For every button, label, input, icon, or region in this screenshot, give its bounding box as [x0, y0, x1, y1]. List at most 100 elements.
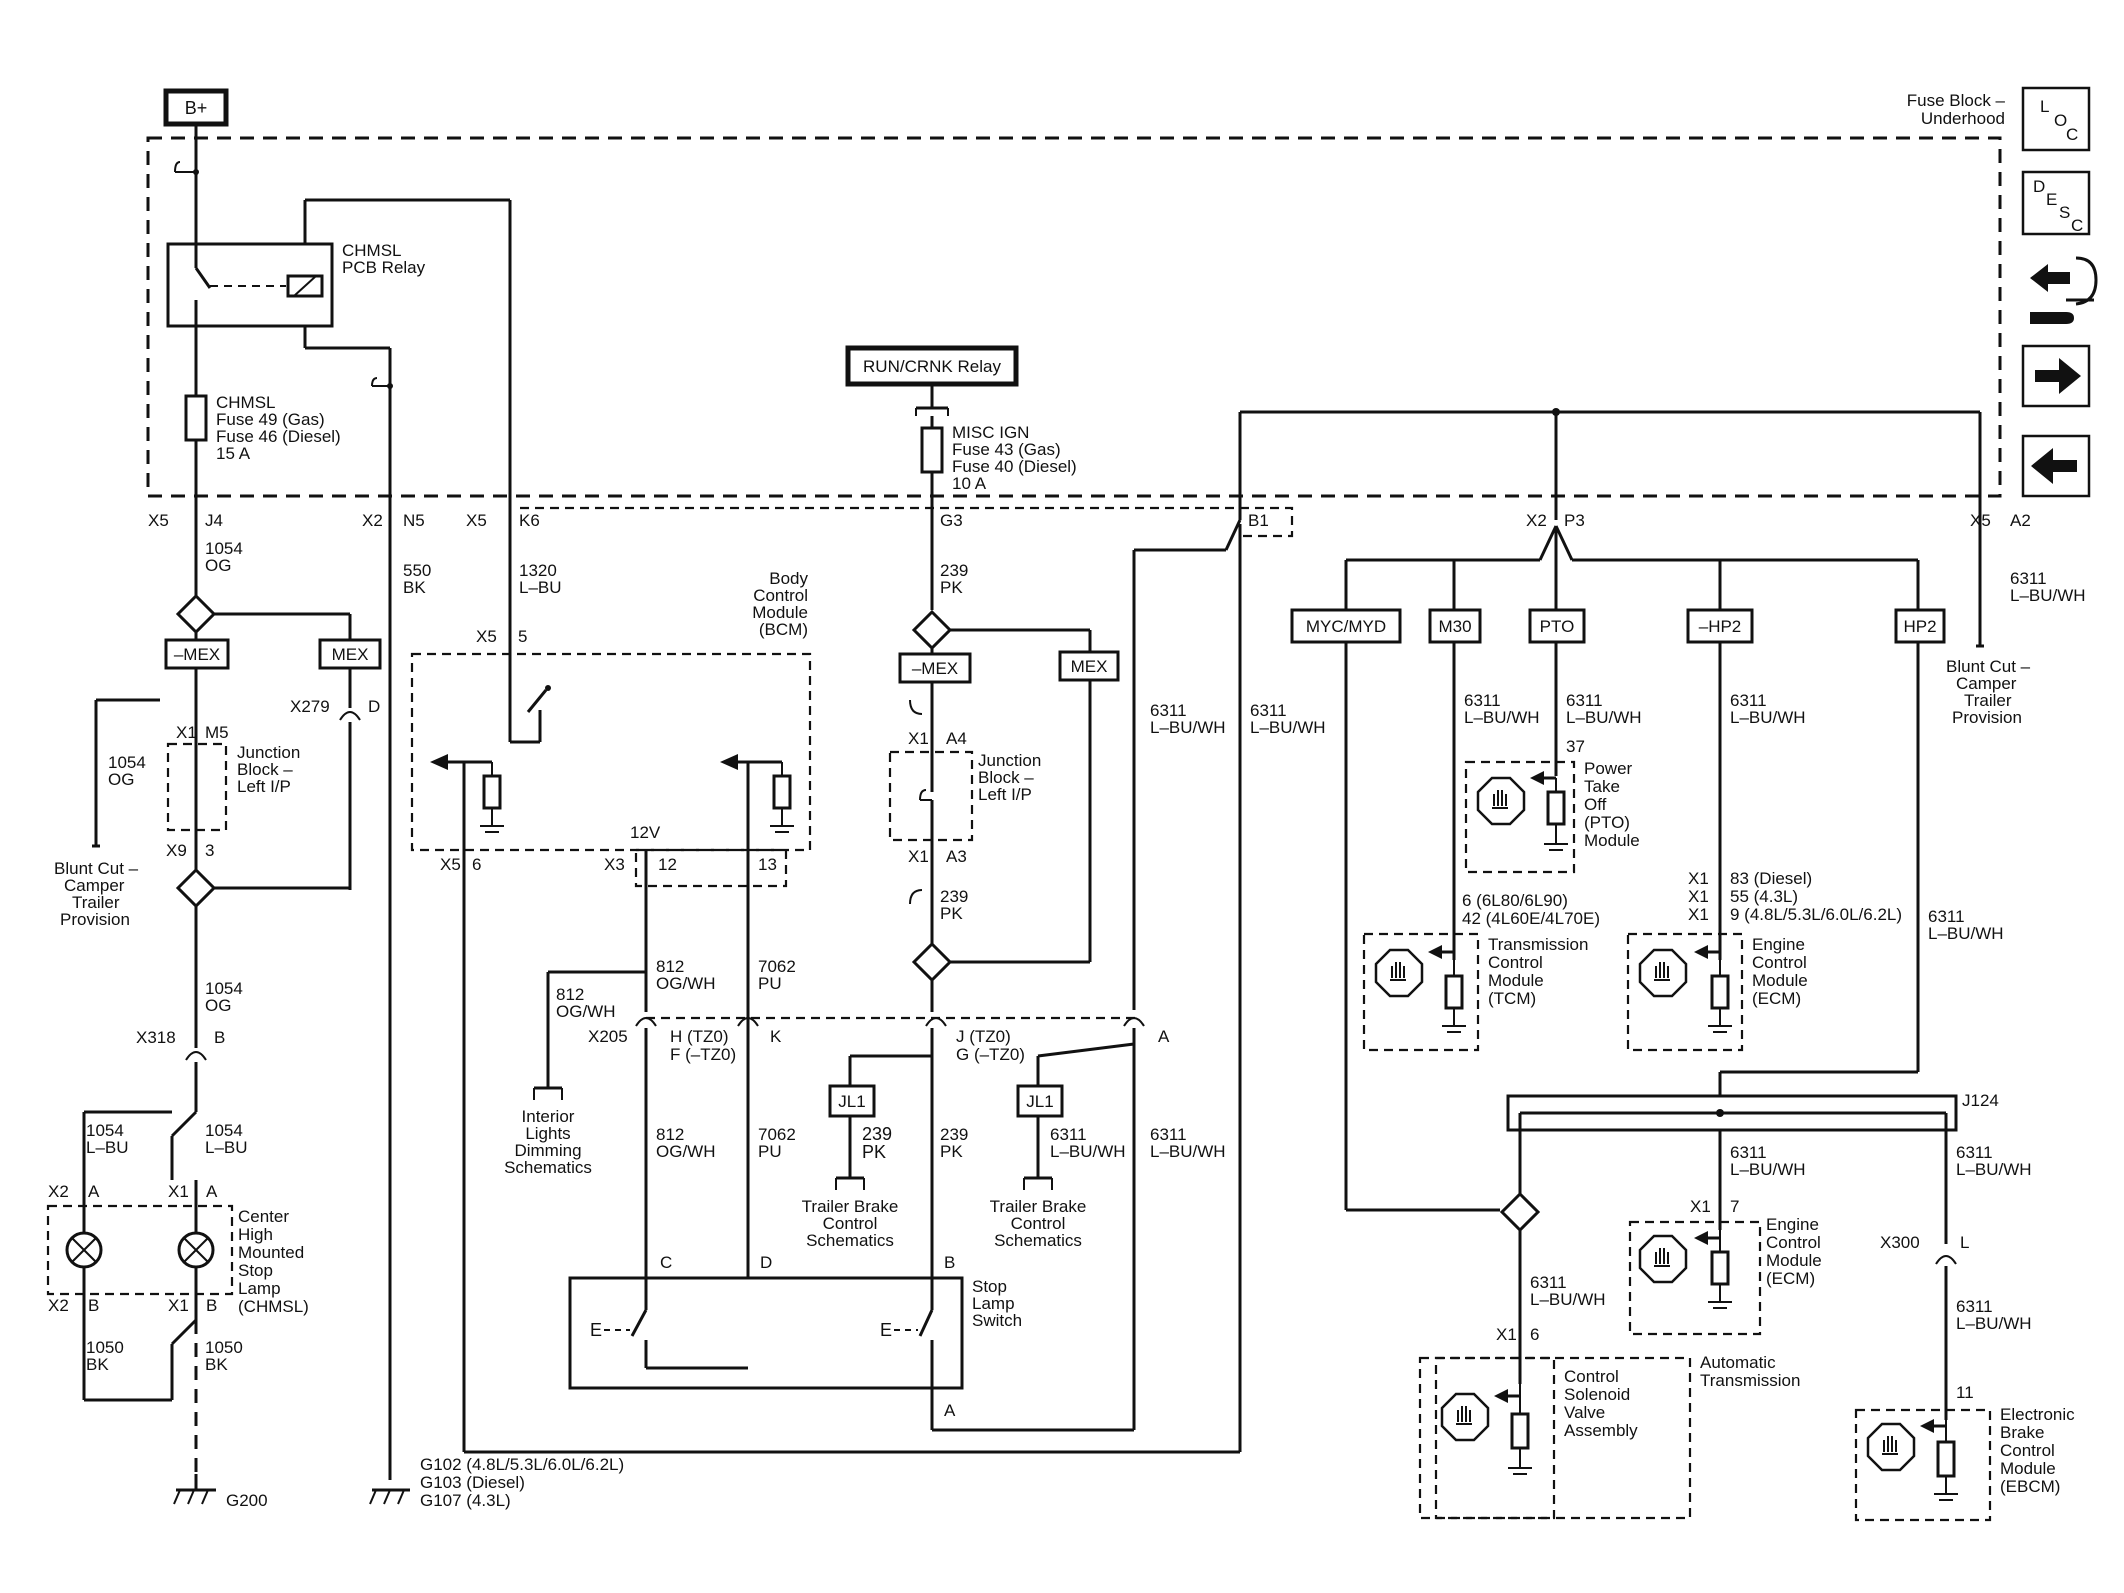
chmsl-fuse-label-4: 15 A — [216, 444, 251, 463]
svg-text:MYC/MYD: MYC/MYD — [1306, 617, 1386, 636]
solenoid-ecu-icon — [1440, 1392, 1490, 1442]
svg-text:6311: 6311 — [1730, 1143, 1767, 1162]
svg-text:A: A — [88, 1182, 100, 1201]
svg-text:Junction: Junction — [237, 743, 300, 762]
svg-text:L–BU/WH: L–BU/WH — [1566, 708, 1642, 727]
svg-text:Electronic: Electronic — [2000, 1405, 2075, 1424]
svg-text:Power: Power — [1584, 759, 1633, 778]
next-page-arrow-icon[interactable] — [2021, 344, 2091, 408]
previous-page-arrow-icon[interactable] — [2021, 434, 2091, 498]
connector-tools-icon[interactable] — [2030, 256, 2098, 324]
svg-text:Trailer Brake: Trailer Brake — [990, 1197, 1087, 1216]
svg-text:L–BU: L–BU — [86, 1138, 129, 1157]
svg-text:High: High — [238, 1225, 273, 1244]
chmsl-relay-label-1: CHMSL — [342, 241, 402, 260]
svg-text:D: D — [2033, 177, 2045, 196]
option-m30 — [1428, 608, 1482, 644]
svg-text:7: 7 — [1730, 1197, 1739, 1216]
svg-text:Switch: Switch — [972, 1311, 1022, 1330]
svg-text:(CHMSL): (CHMSL) — [238, 1297, 309, 1316]
svg-text:J (TZ0): J (TZ0) — [956, 1027, 1011, 1046]
svg-text:Schematics: Schematics — [504, 1158, 592, 1177]
pto-module-ecu-icon — [1476, 776, 1526, 826]
svg-text:Module: Module — [1766, 1251, 1822, 1270]
svg-text:Automatic: Automatic — [1700, 1353, 1776, 1372]
svg-text:Block –: Block – — [978, 768, 1034, 787]
svg-text:L–BU/WH: L–BU/WH — [2010, 586, 2086, 605]
location-icon[interactable]: L O C — [2021, 86, 2091, 152]
chmsl-lamp-box — [46, 1204, 234, 1296]
svg-text:Assembly: Assembly — [1564, 1421, 1638, 1440]
chmsl-fuse-label-1: CHMSL — [216, 393, 276, 412]
svg-text:Valve: Valve — [1564, 1403, 1605, 1422]
svg-text:1320: 1320 — [519, 561, 557, 580]
svg-text:BK: BK — [86, 1355, 109, 1374]
run-crank-relay-box — [845, 345, 1019, 387]
svg-text:X300: X300 — [1880, 1233, 1920, 1252]
svg-text:Junction: Junction — [978, 751, 1041, 770]
svg-text:G107 (4.3L): G107 (4.3L) — [420, 1491, 511, 1510]
svg-text:(EBCM): (EBCM) — [2000, 1477, 2060, 1496]
svg-text:Camper: Camper — [64, 876, 125, 895]
svg-text:L–BU/WH: L–BU/WH — [1464, 708, 1540, 727]
svg-text:X2: X2 — [362, 511, 383, 530]
svg-text:812: 812 — [656, 1125, 684, 1144]
svg-text:Module: Module — [1488, 971, 1544, 990]
svg-text:J124: J124 — [1962, 1091, 1999, 1110]
svg-text:Control: Control — [753, 586, 808, 605]
svg-text:Trailer: Trailer — [1964, 691, 2012, 710]
svg-text:K6: K6 — [519, 511, 540, 530]
svg-text:E: E — [590, 1320, 602, 1340]
fuse-block-outline — [146, 136, 2002, 498]
svg-text:X1: X1 — [168, 1182, 189, 1201]
chmsl-lamp-bulb-2 — [177, 1231, 215, 1269]
svg-text:MEX: MEX — [1071, 657, 1108, 676]
svg-text:Camper: Camper — [1956, 674, 2017, 693]
svg-text:Blunt Cut –: Blunt Cut – — [1946, 657, 2031, 676]
svg-text:6311: 6311 — [1928, 907, 1965, 926]
svg-text:A: A — [206, 1182, 218, 1201]
svg-text:Stop: Stop — [972, 1277, 1007, 1296]
svg-text:Transmission: Transmission — [1488, 935, 1588, 954]
bcm-outline — [410, 652, 812, 852]
svg-text:OG: OG — [205, 996, 231, 1015]
svg-text:OG: OG — [205, 556, 231, 575]
svg-text:MEX: MEX — [332, 645, 369, 664]
svg-text:Module: Module — [1584, 831, 1640, 850]
svg-text:X318: X318 — [136, 1028, 176, 1047]
svg-text:OG/WH: OG/WH — [656, 974, 716, 993]
svg-text:L–BU/WH: L–BU/WH — [1730, 1160, 1806, 1179]
svg-text:9 (4.8L/5.3L/6.0L/6.2L): 9 (4.8L/5.3L/6.0L/6.2L) — [1730, 905, 1902, 924]
svg-text:BK: BK — [403, 578, 426, 597]
ebcm-ecu-icon — [1866, 1422, 1916, 1472]
svg-text:X1: X1 — [168, 1296, 189, 1315]
ecm-lower-ecu-icon — [1638, 1234, 1688, 1284]
svg-text:A4: A4 — [946, 729, 967, 748]
svg-text:1050: 1050 — [86, 1338, 124, 1357]
ground-g200-symbol — [173, 1474, 216, 1505]
svg-text:X1: X1 — [176, 723, 197, 742]
option-nmex-center — [898, 652, 972, 684]
svg-text:6 (6L80/6L90): 6 (6L80/6L90) — [1462, 891, 1568, 910]
svg-text:1054: 1054 — [205, 979, 243, 998]
chmsl-fuse-label-2: Fuse 49 (Gas) — [216, 410, 325, 429]
svg-text:X1: X1 — [908, 847, 929, 866]
svg-text:L–BU/WH: L–BU/WH — [1250, 718, 1326, 737]
svg-text:Control: Control — [1488, 953, 1543, 972]
svg-text:3: 3 — [205, 841, 214, 860]
svg-text:X1: X1 — [1690, 1197, 1711, 1216]
svg-text:X5: X5 — [1970, 511, 1991, 530]
svg-text:PTO: PTO — [1540, 617, 1575, 636]
svg-text:7062: 7062 — [758, 957, 796, 976]
svg-text:F (–TZ0): F (–TZ0) — [670, 1045, 736, 1064]
svg-text:P3: P3 — [1564, 511, 1585, 530]
chmsl-lamp-bulb-1 — [65, 1231, 103, 1269]
svg-text:PU: PU — [758, 1142, 782, 1161]
svg-text:L–BU/WH: L–BU/WH — [1530, 1290, 1606, 1309]
svg-text:Schematics: Schematics — [806, 1231, 894, 1250]
svg-text:1050: 1050 — [205, 1338, 243, 1357]
description-icon[interactable]: D E S C — [2021, 170, 2091, 236]
svg-text:Blunt Cut –: Blunt Cut – — [54, 859, 139, 878]
svg-text:6311: 6311 — [2010, 569, 2047, 588]
svg-text:12V: 12V — [630, 823, 661, 842]
